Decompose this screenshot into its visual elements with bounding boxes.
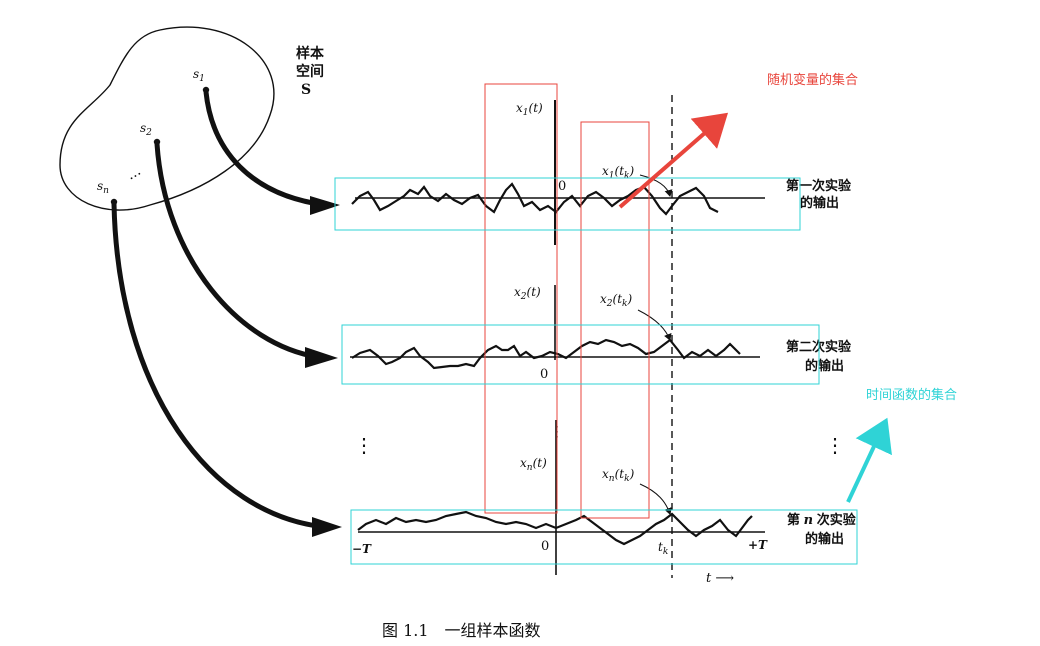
point-s1-label: s1 xyxy=(193,67,205,84)
tk-value-label-1: x1(tk) xyxy=(602,164,635,181)
origin-label-1: 0 xyxy=(558,179,566,194)
origin-label-2: 0 xyxy=(540,367,548,382)
vdots-left: ⋮ xyxy=(354,433,374,457)
sample-space-label-1: 样本 xyxy=(296,45,325,61)
sample-space-label-s: S xyxy=(301,82,311,98)
random-variables-label: 随机变量的集合 xyxy=(767,72,858,87)
waveform-n xyxy=(357,510,753,546)
tk-callout-n xyxy=(639,483,672,515)
cyan-box-1 xyxy=(334,177,801,231)
mapping-arrow-n xyxy=(111,203,326,530)
sample-ellipsis: ... xyxy=(124,163,144,184)
origin-label-n: 0 xyxy=(541,539,549,554)
cyan-annotation-arrow xyxy=(846,417,892,503)
mapping-arrow-1 xyxy=(203,91,326,208)
signal-label-n: xn(t) xyxy=(520,456,547,473)
point-s1 xyxy=(202,86,210,94)
time-arrow-label: t ⟶ xyxy=(706,571,734,586)
red-annotation-arrow xyxy=(618,112,729,209)
point-sn-label: sn xyxy=(97,179,109,196)
mapping-arrowhead-n xyxy=(312,517,342,537)
minus-T-label: −T xyxy=(352,542,372,556)
mapping-arrowhead-1 xyxy=(310,196,340,215)
cyan-box-2 xyxy=(341,324,820,385)
output-label-2b: 的输出 xyxy=(805,358,844,373)
point-sn xyxy=(110,198,118,206)
output-label-1b: 的输出 xyxy=(800,195,839,210)
output-label-na: 第 n 次实验 xyxy=(787,512,857,528)
tk-callout-1 xyxy=(639,174,673,197)
waveform-2 xyxy=(351,338,741,370)
point-s2-label: s2 xyxy=(140,121,152,138)
red-box-right xyxy=(580,121,650,519)
vdots-right: ⋮ xyxy=(825,433,845,457)
output-label-nb: 的输出 xyxy=(805,531,844,546)
mapping-arrowhead-2 xyxy=(305,347,338,368)
waveform-1 xyxy=(351,182,719,216)
tk-value-label-n: xn(tk) xyxy=(602,467,635,484)
time-functions-label: 时间函数的集合 xyxy=(866,387,957,402)
sample-space-label-2: 空间 xyxy=(296,63,324,79)
signal-label-1: x1(t) xyxy=(516,101,543,118)
cyan-box-n xyxy=(350,509,858,565)
mapping-arrow-2 xyxy=(154,143,319,360)
point-s2 xyxy=(153,138,161,146)
signal-label-2: x2(t) xyxy=(514,285,541,302)
plus-T-label: +T xyxy=(748,538,768,552)
tk-axis-label: tk xyxy=(658,540,668,557)
output-label-1a: 第一次实验 xyxy=(786,178,852,193)
red-box-left xyxy=(484,83,558,514)
figure-caption: 图 1.1 一组样本函数 xyxy=(382,621,541,640)
tk-value-label-2: x2(tk) xyxy=(600,292,633,309)
sample-space-outline xyxy=(59,26,275,211)
